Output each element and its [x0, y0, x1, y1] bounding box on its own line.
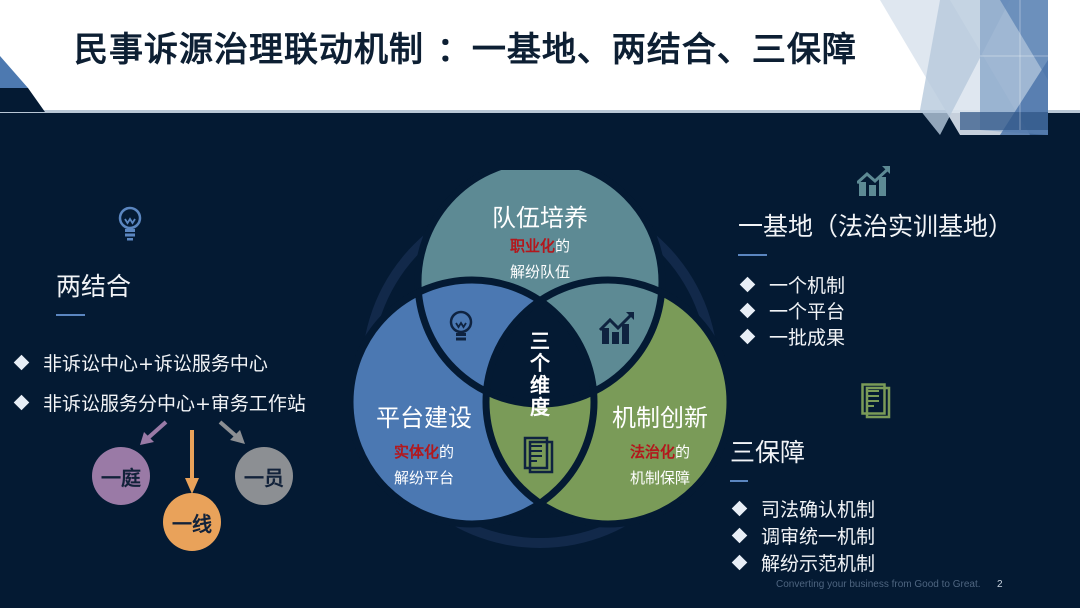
arrow-left-icon	[140, 420, 168, 445]
three-dimensions-venn	[350, 170, 730, 548]
diamond-bullet-icon	[731, 527, 748, 544]
venn-top-label: 队伍培养 职业化的 解纷队伍	[492, 204, 588, 281]
arrow-down-icon	[185, 430, 199, 494]
one-base-rule	[738, 254, 767, 256]
node-yiyuan: 一员	[235, 447, 293, 505]
node-yixian: 一线	[163, 493, 221, 551]
diamond-bullet-icon	[739, 328, 756, 344]
document-icon	[523, 436, 554, 474]
page-title: 民事诉源治理联动机制 ：一基地、两结合、三保障	[74, 30, 857, 70]
list-item: 一批成果	[738, 323, 845, 349]
venn-center-text: 三 个 维 度	[530, 329, 550, 419]
node-yiting: 一庭	[92, 447, 150, 505]
list-item: 非诉讼服务分中心+审务工作站	[12, 382, 306, 422]
arrows-diagram	[140, 420, 245, 494]
chart-growth-icon	[857, 166, 890, 196]
diamond-bullet-icon	[739, 276, 756, 292]
venn-left-label: 平台建设 实体化的 解纷平台	[376, 404, 472, 487]
venn-right-label: 机制创新 法治化的 机制保障	[612, 404, 708, 487]
diamond-bullet-icon	[731, 500, 748, 517]
corner-decoration-left	[0, 56, 45, 112]
page-number: 2	[997, 579, 1003, 590]
lightbulb-icon	[449, 310, 473, 341]
list-item: 非诉讼中心+诉讼服务中心	[12, 342, 306, 382]
footer-tagline: Converting your business from Good to Gr…	[776, 579, 981, 590]
list-item: 解纷示范机制	[730, 549, 875, 576]
arrow-right-icon	[218, 420, 245, 444]
diamond-bullet-icon	[739, 302, 756, 318]
three-guarantees-rule	[730, 480, 748, 482]
document-icon	[861, 383, 891, 419]
list-item: 调审统一机制	[730, 522, 875, 549]
diamond-bullet-icon	[13, 394, 30, 410]
diamond-bullet-icon	[731, 554, 748, 571]
header-divider	[0, 110, 1080, 113]
corner-decoration-right	[880, 0, 1048, 135]
chart-growth-icon	[598, 312, 634, 344]
two-combinations-rule	[56, 314, 85, 316]
list-item: 一个机制	[738, 271, 845, 297]
lightbulb-icon	[118, 206, 142, 241]
diamond-bullet-icon	[13, 354, 30, 370]
one-base-list: 一个机制 一个平台 一批成果	[738, 271, 845, 349]
list-item: 一个平台	[738, 297, 845, 323]
three-guarantees-title: 三保障	[730, 438, 806, 467]
two-combinations-title: 两结合	[56, 272, 132, 301]
two-combinations-list: 非诉讼中心+诉讼服务中心 非诉讼服务分中心+审务工作站	[12, 342, 306, 422]
one-base-title: 一基地（法治实训基地）	[738, 212, 1014, 241]
list-item: 司法确认机制	[730, 495, 875, 522]
three-guarantees-list: 司法确认机制 调审统一机制 解纷示范机制	[730, 495, 875, 576]
